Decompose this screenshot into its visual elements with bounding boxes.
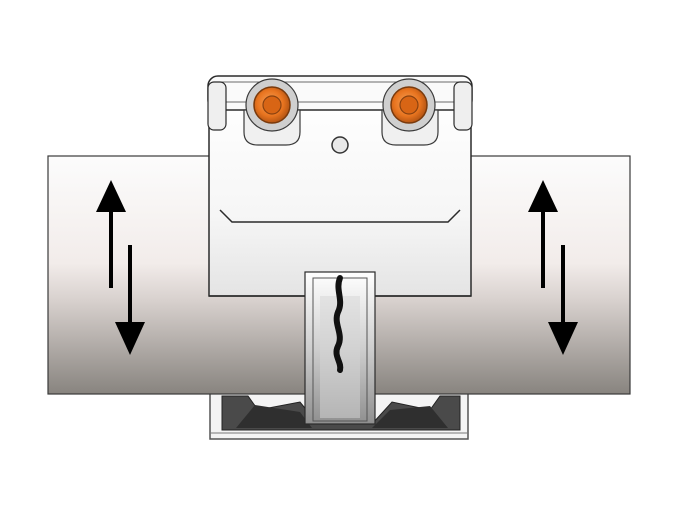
bolt-icon <box>245 78 299 132</box>
arrow-down-right <box>548 245 578 355</box>
arrow-up-right <box>528 180 558 288</box>
pipe-slot <box>304 271 376 425</box>
double-arrow-icon <box>96 180 145 355</box>
bolt-icon <box>382 78 436 132</box>
arrow-up-left <box>96 180 126 288</box>
double-arrow-icon <box>528 180 578 355</box>
arrow-down-left <box>115 245 145 355</box>
